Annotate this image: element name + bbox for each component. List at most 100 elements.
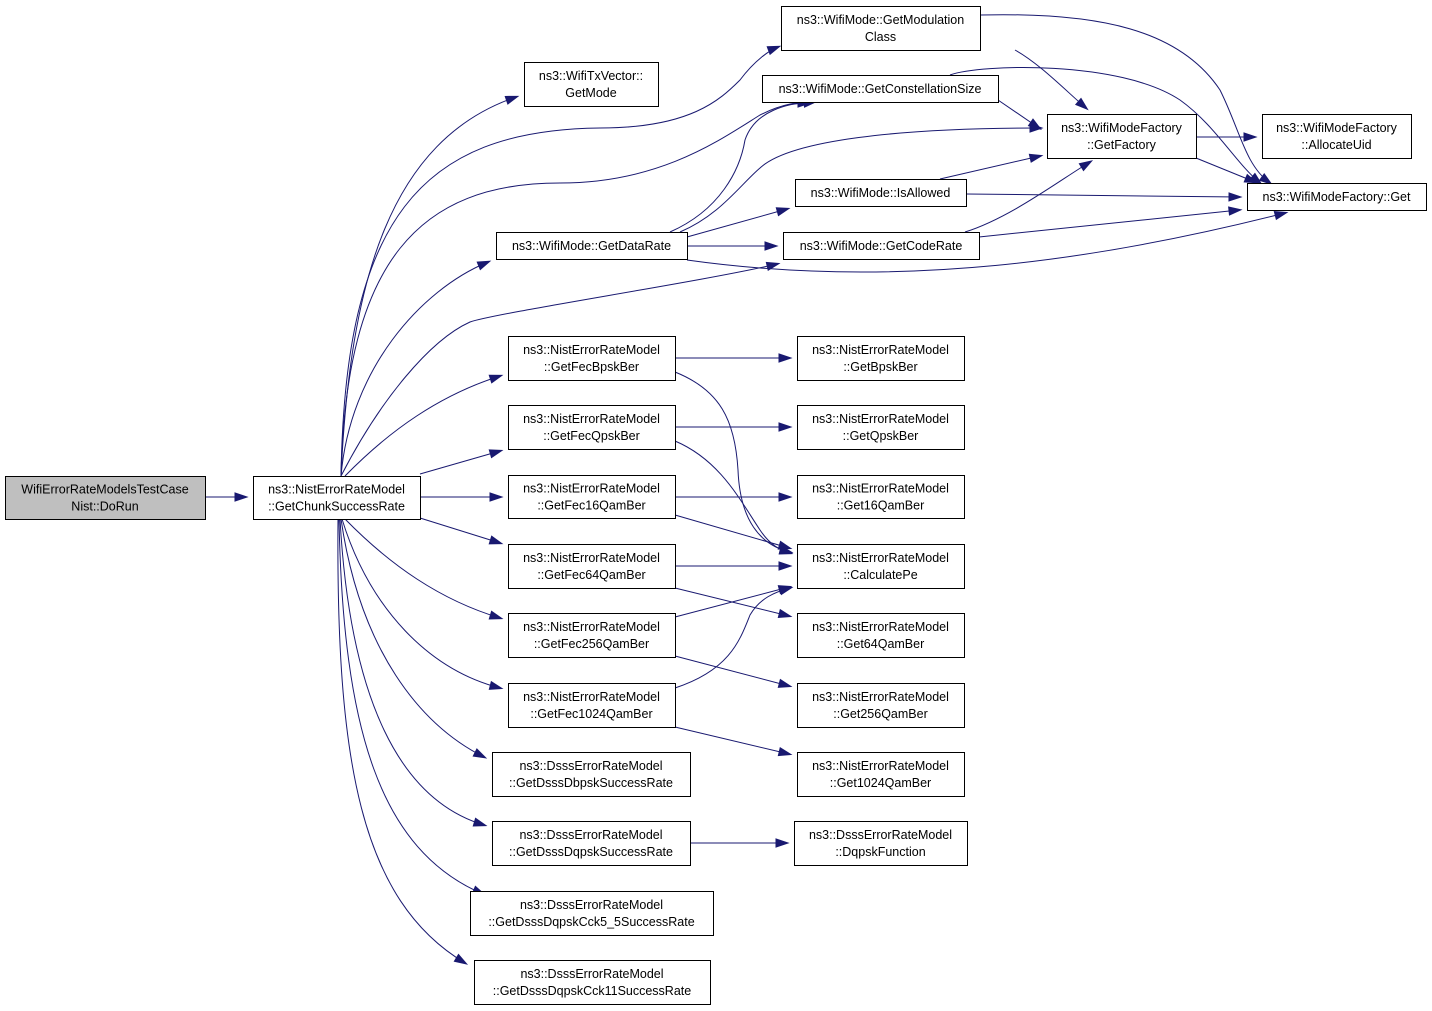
node-label-line: ns3::NistErrorRateModel	[268, 483, 405, 497]
edge-line	[340, 263, 778, 477]
edge-arrowhead	[777, 608, 793, 619]
node-box	[508, 475, 676, 519]
edge-line	[344, 375, 501, 477]
edge-line	[340, 96, 517, 477]
node-label-line: ::GetDsssDqpskCck11SuccessRate	[493, 984, 691, 998]
node-fecBpsk[interactable]: ns3::NistErrorRateModel::GetFecBpskBer	[508, 336, 676, 381]
edge-arrowhead	[775, 838, 790, 848]
node-calcPe[interactable]: ns3::NistErrorRateModel::CalculatePe	[797, 544, 965, 589]
node-label-line: ::GetChunkSuccessRate	[268, 500, 405, 514]
node-ber64[interactable]: ns3::NistErrorRateModel::Get64QamBer	[797, 613, 965, 658]
edge-arrowhead	[488, 374, 504, 384]
node-getDataRate[interactable]: ns3::WifiMode::GetDataRate	[496, 232, 688, 260]
node-getChunk[interactable]: ns3::NistErrorRateModel::GetChunkSuccess…	[253, 476, 421, 520]
node-box	[508, 613, 676, 658]
node-ber16[interactable]: ns3::NistErrorRateModel::Get16QamBer	[797, 475, 965, 519]
node-factGet[interactable]: ns3::WifiModeFactory::Get	[1247, 183, 1427, 211]
node-getConst[interactable]: ns3::WifiMode::GetConstellationSize	[762, 75, 999, 103]
node-box	[524, 62, 659, 107]
function-nodes: WifiErrorRateModelsTestCaseNist::DoRunns…	[5, 6, 1427, 1005]
node-label-line: GetMode	[565, 86, 616, 100]
node-label-line: ns3::DsssErrorRateModel	[519, 828, 662, 842]
node-box	[781, 6, 981, 51]
call-edge-getFactory-to-factGet	[1195, 157, 1259, 184]
node-ber256[interactable]: ns3::NistErrorRateModel::Get256QamBer	[797, 683, 965, 728]
node-cck11[interactable]: ns3::DsssErrorRateModel::GetDsssDqpskCck…	[474, 960, 711, 1005]
node-label-line: ns3::NistErrorRateModel	[812, 482, 949, 496]
node-label-line: ns3::WifiModeFactory::Get	[1263, 190, 1411, 204]
edge-line	[686, 212, 1286, 273]
node-cck55[interactable]: ns3::DsssErrorRateModel::GetDsssDqpskCck…	[470, 891, 714, 936]
node-box	[1247, 183, 1427, 211]
edge-line	[674, 514, 790, 549]
edge-arrowhead	[778, 586, 794, 596]
call-edge-getChunk-to-getCodeRate	[340, 261, 781, 477]
node-label-line: ns3::NistErrorRateModel	[812, 343, 949, 357]
node-label-line: ::GetFec256QamBer	[534, 637, 649, 651]
node-qpskBer[interactable]: ns3::NistErrorRateModel::GetQpskBer	[797, 405, 965, 450]
call-edge-getChunk-to-cck11	[337, 518, 469, 965]
node-dqpskFn[interactable]: ns3::DsssErrorRateModel::DqpskFunction	[794, 821, 968, 866]
node-box	[508, 683, 676, 728]
call-edge-doRun-to-getChunk	[205, 492, 249, 502]
node-label-line: ns3::NistErrorRateModel	[523, 412, 660, 426]
node-label-line: ::Get1024QamBer	[830, 776, 931, 790]
node-label-line: ns3::WifiMode::GetDataRate	[512, 239, 671, 253]
node-isAllowed[interactable]: ns3::WifiMode::IsAllowed	[795, 179, 967, 207]
edge-line	[339, 518, 485, 826]
node-label-line: ::GetFecQpskBer	[543, 429, 640, 443]
node-box	[795, 179, 967, 207]
call-edge-getChunk-to-fecBpsk	[344, 374, 504, 477]
edge-line	[340, 518, 485, 758]
edge-arrowhead	[1029, 123, 1044, 133]
node-box	[783, 232, 980, 260]
edge-arrowhead	[1078, 160, 1094, 172]
node-fec256[interactable]: ns3::NistErrorRateModel::GetFec256QamBer	[508, 613, 676, 658]
node-getCodeRate[interactable]: ns3::WifiMode::GetCodeRate	[783, 232, 980, 260]
node-fecQpsk[interactable]: ns3::NistErrorRateModel::GetFecQpskBer	[508, 405, 676, 450]
node-fec1024[interactable]: ns3::NistErrorRateModel::GetFec1024QamBe…	[508, 683, 676, 728]
edge-arrowhead	[1273, 211, 1289, 221]
call-edge-getDataRate-to-isAllowed	[686, 207, 791, 238]
node-label-line: ::GetFec1024QamBer	[530, 707, 652, 721]
node-label-line: ::AllocateUid	[1301, 138, 1371, 152]
edge-line	[979, 14, 1271, 184]
node-label-line: ns3::DsssErrorRateModel	[520, 967, 663, 981]
node-box	[496, 232, 688, 260]
edge-arrowhead	[476, 260, 492, 271]
call-edge-fec1024-to-ber1024	[674, 726, 793, 757]
node-ber1024[interactable]: ns3::NistErrorRateModel::Get1024QamBer	[797, 752, 965, 797]
call-edges	[205, 14, 1289, 965]
node-allocUid[interactable]: ns3::WifiModeFactory::AllocateUid	[1262, 114, 1412, 159]
node-txGetMode[interactable]: ns3::WifiTxVector::GetMode	[524, 62, 659, 107]
node-box	[797, 336, 965, 381]
node-fec64[interactable]: ns3::NistErrorRateModel::GetFec64QamBer	[508, 544, 676, 589]
node-label-line: ns3::NistErrorRateModel	[812, 690, 949, 704]
node-label-line: ::DqpskFunction	[835, 845, 925, 859]
node-dbpsk[interactable]: ns3::DsssErrorRateModel::GetDsssDbpskSuc…	[492, 752, 691, 797]
edge-arrowhead	[488, 680, 504, 690]
call-edge-getCodeRate-to-getFactory	[964, 160, 1094, 233]
node-bpskBer[interactable]: ns3::NistErrorRateModel::GetBpskBer	[797, 336, 965, 381]
edge-arrowhead	[778, 561, 793, 571]
call-edge-getChunk-to-fec16	[420, 492, 504, 502]
edge-line	[686, 208, 788, 238]
node-box	[492, 821, 691, 866]
edge-arrowhead	[1074, 97, 1089, 111]
edge-line	[669, 102, 809, 233]
call-edge-isAllowed-to-factGet	[965, 192, 1243, 202]
edge-line	[344, 518, 501, 619]
edge-arrowhead	[777, 678, 793, 688]
edge-line	[965, 193, 1240, 198]
node-getFactory[interactable]: ns3::WifiModeFactory::GetFactory	[1047, 114, 1197, 159]
edge-line	[340, 261, 489, 477]
node-dqpsk[interactable]: ns3::DsssErrorRateModel::GetDsssDqpskSuc…	[492, 821, 691, 866]
node-box	[797, 475, 965, 519]
node-fec16[interactable]: ns3::NistErrorRateModel::GetFec16QamBer	[508, 475, 676, 519]
edge-arrowhead	[777, 540, 793, 550]
call-edge-getCodeRate-to-factGet	[978, 206, 1243, 238]
call-edge-fec1024-to-calcPe	[674, 586, 794, 689]
call-edge-getChunk-to-fec64	[419, 517, 504, 545]
